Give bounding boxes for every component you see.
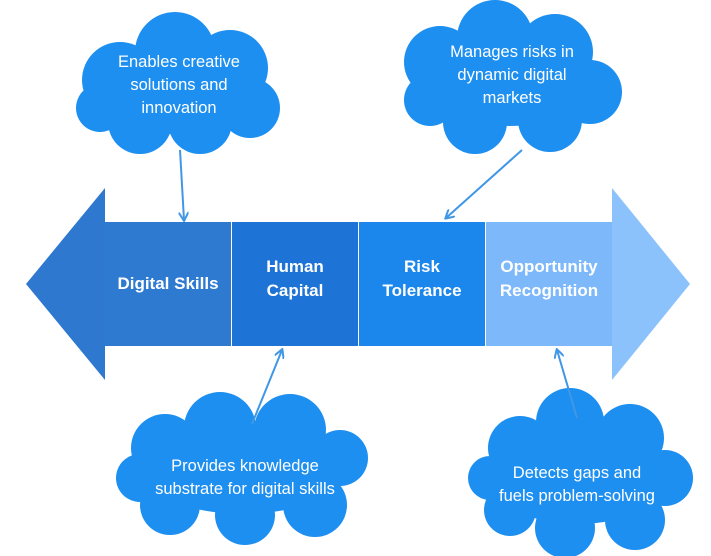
- connector-top-left: [180, 149, 184, 220]
- segment-digital-skills-bg: [105, 222, 231, 346]
- cloud-bottom-left-label: Provides knowledge substrate for digital…: [155, 457, 335, 498]
- segment-opportunity-recognition: Opportunity Recognition: [486, 222, 612, 346]
- left-arrowhead: [26, 188, 105, 380]
- cloud-top-right-text: Manages risks in dynamic digital markets: [432, 30, 592, 120]
- cloud-bottom-right-label: Detects gaps and fuels problem-solving: [499, 464, 655, 505]
- segment-human-capital-bg: [232, 222, 358, 346]
- segment-risk-tolerance: Risk Tolerance: [359, 222, 485, 346]
- cloud-top-left: [76, 12, 280, 154]
- connector-bottom-right: [557, 350, 578, 419]
- connector-bottom-left: [251, 350, 282, 425]
- right-arrowhead: [612, 188, 690, 380]
- cloud-top-left-label: Enables creative solutions and innovatio…: [118, 52, 240, 117]
- cloud-bottom-right-text: Detects gaps and fuels problem-solving: [498, 440, 656, 530]
- segment-risk-tolerance-label: Risk Tolerance: [382, 257, 462, 300]
- cloud-top-left-text: Enables creative solutions and innovatio…: [104, 40, 254, 130]
- segment-opportunity-recognition-label: Opportunity Recognition: [499, 257, 599, 300]
- connector-top-right: [446, 149, 523, 218]
- cloud-bottom-left-text: Provides knowledge substrate for digital…: [150, 433, 340, 523]
- segment-human-capital-label: Human Capital: [266, 257, 324, 300]
- segment-opportunity-recognition-bg: [486, 222, 612, 346]
- cloud-bottom-right: [468, 388, 693, 556]
- cloud-top-right-label: Manages risks in dynamic digital markets: [450, 42, 574, 107]
- segment-digital-skills-label: Digital Skills: [117, 274, 219, 293]
- segment-digital-skills: Digital Skills: [105, 222, 231, 346]
- cloud-bottom-left: [116, 392, 368, 545]
- cloud-top-right: [404, 0, 622, 154]
- segment-human-capital: Human Capital: [232, 222, 358, 346]
- segment-risk-tolerance-bg: [359, 222, 485, 346]
